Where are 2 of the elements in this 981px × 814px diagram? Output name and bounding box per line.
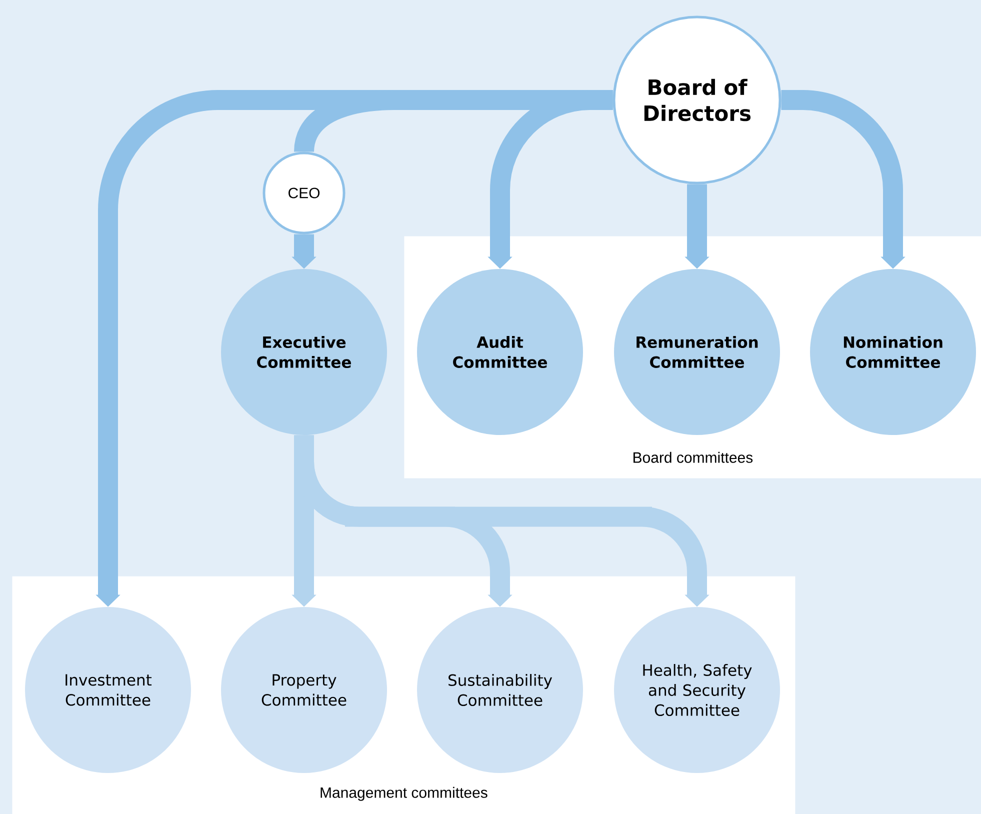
circle-node: Board of Directors bbox=[612, 16, 782, 184]
circle-node: CEO bbox=[262, 152, 346, 234]
